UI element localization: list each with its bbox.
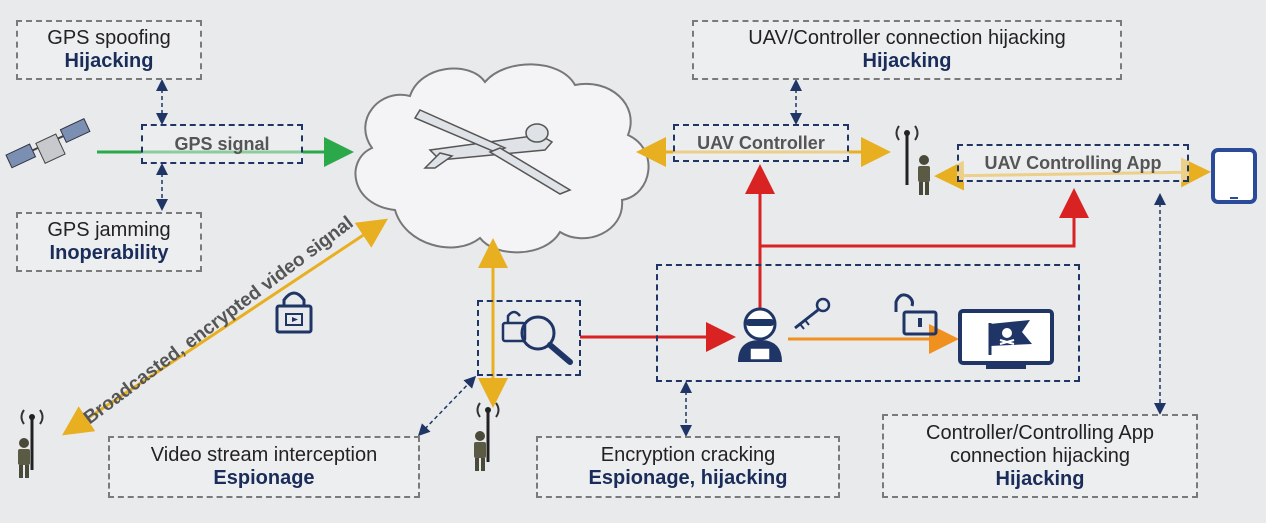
- uav-controller-hijack-label: UAV/Controller connection hijacking: [748, 27, 1066, 49]
- antenna-soldier-icon: [18, 409, 44, 478]
- uav-controller-hijack-impact: Hijacking: [862, 50, 952, 72]
- antenna-soldier-icon: [474, 402, 500, 471]
- interception-zone: [477, 300, 581, 376]
- gps-signal-label: GPS signal: [141, 124, 303, 164]
- controller-app-hijack-label-1: Controller/Controlling App: [926, 421, 1154, 444]
- key-icon: [794, 297, 831, 330]
- attacker-zone: [656, 264, 1080, 382]
- drone-icon: [413, 109, 572, 195]
- uav-controlling-app-label: UAV Controlling App: [957, 144, 1189, 182]
- video-interception-label: Video stream interception: [150, 444, 378, 466]
- uav-controller-hijack-box: UAV/Controller connection hijacking Hija…: [692, 20, 1122, 80]
- magnifier-lock-icon: [501, 310, 573, 365]
- hacker-to-app-link: [760, 188, 1089, 248]
- video-interception-box: Video stream interception Espionage: [108, 436, 420, 498]
- gps-jamming-label: GPS jamming: [47, 219, 171, 241]
- uav-controller-label: UAV Controller: [673, 124, 849, 162]
- satellite-icon: [5, 118, 91, 169]
- gps-spoofing-impact: Hijacking: [64, 50, 154, 72]
- gps-spoofing-box: GPS spoofing Hijacking: [16, 20, 202, 80]
- closed-lock-icon: [275, 291, 313, 334]
- open-lock-icon: [894, 293, 938, 336]
- gps-jamming-impact: Inoperability: [49, 242, 169, 264]
- encryption-cracking-impact: Espionage, hijacking: [588, 467, 788, 489]
- encryption-cracking-box: Encryption cracking Espionage, hijacking: [536, 436, 840, 498]
- gps-jamming-box: GPS jamming Inoperability: [16, 212, 202, 272]
- controller-app-hijack-label-2: connection hijacking: [949, 444, 1131, 467]
- monitor-pirate-flag-icon: [958, 309, 1054, 369]
- encryption-cracking-label: Encryption cracking: [600, 444, 776, 466]
- video-interception-impact: Espionage: [213, 467, 315, 489]
- gps-spoofing-label: GPS spoofing: [47, 27, 171, 49]
- video-interception-connector: [417, 375, 477, 437]
- hacker-icon: [738, 307, 782, 362]
- controller-app-hijack-box: Controller/Controlling App connection hi…: [882, 414, 1198, 498]
- tablet-icon: [1211, 148, 1257, 204]
- controller-app-hijack-impact: Hijacking: [995, 467, 1085, 490]
- antenna-soldier-icon: [895, 125, 930, 195]
- broadcast-video-link: [62, 218, 388, 436]
